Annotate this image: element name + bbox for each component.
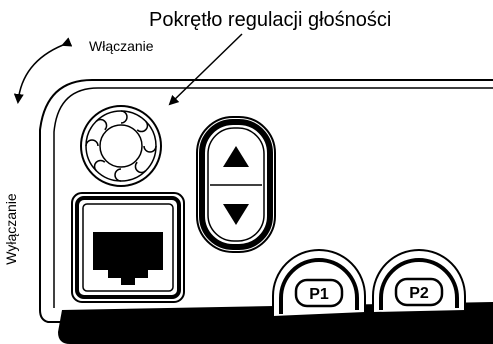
off-label: Wyłączanie [3,193,19,265]
rj45-jack-icon[interactable] [71,192,185,303]
knob-ridges [85,110,157,182]
up-down-rocker [196,116,276,253]
housing-bottom-band [58,302,493,344]
p2-label: P2 [409,285,429,302]
p1-button[interactable]: P1 [272,249,366,316]
volume-knob-callout-label: Pokrętło regulacji głośności [149,9,391,31]
jack-socket [93,232,163,285]
down-button[interactable] [210,186,262,240]
up-button[interactable] [210,130,262,184]
triangle-down-icon [223,204,249,225]
p2-label-badge [394,277,444,307]
triangle-up-icon [223,146,249,167]
on-off-rotation-arrow [13,37,73,104]
knob-center [99,124,143,168]
on-label: Włączanie [89,38,154,54]
p2-button[interactable]: P2 [372,249,466,312]
p1-label-badge [294,278,344,308]
volume-knob-icon[interactable] [80,105,162,187]
p1-label: P1 [309,286,329,303]
volume-knob-callout-arrow [168,33,243,106]
